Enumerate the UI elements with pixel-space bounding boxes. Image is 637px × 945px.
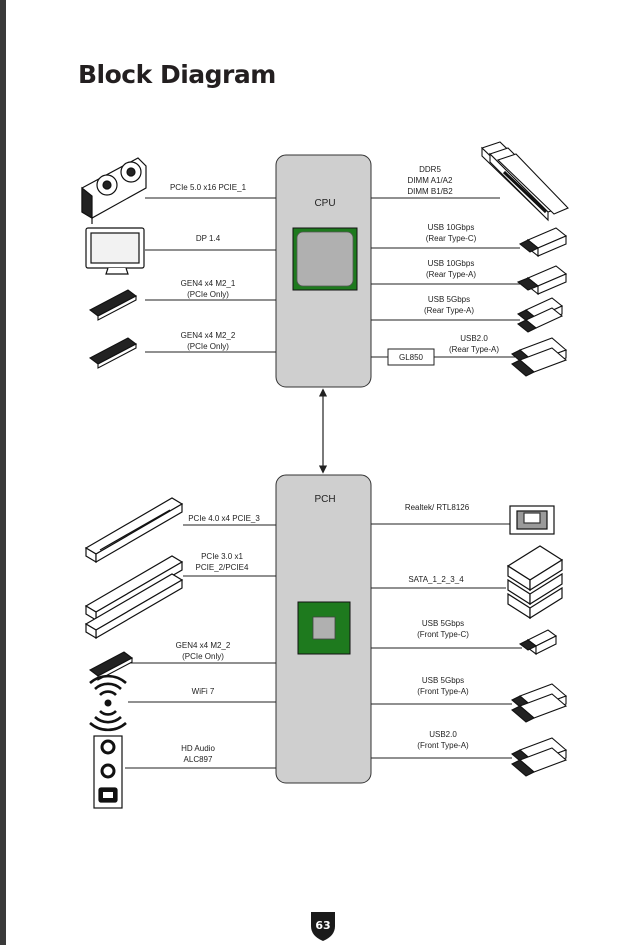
page-number-badge: 63 bbox=[311, 912, 335, 941]
label-dp14: DP 1.4 bbox=[196, 234, 221, 243]
page-title: Block Diagram bbox=[78, 60, 276, 89]
cpu-left-connections bbox=[145, 197, 276, 353]
label-m2-2-cpu: GEN4 x4 M2_2(PCIe Only) bbox=[181, 331, 236, 351]
label-usb5-front-a: USB 5Gbps(Front Type-A) bbox=[417, 676, 469, 696]
m2-ssd-icon bbox=[88, 289, 138, 321]
cpu-label: CPU bbox=[314, 198, 335, 209]
pch-label: PCH bbox=[314, 494, 335, 505]
m2-ssd-icon bbox=[88, 651, 134, 681]
page-badge-icon bbox=[311, 912, 335, 941]
audio-jack-icon bbox=[93, 735, 123, 809]
ethernet-port-icon bbox=[509, 505, 555, 535]
label-pcie4-x4: PCIe 4.0 x4 PCIE_3 bbox=[188, 514, 260, 523]
m2-ssd-icon bbox=[88, 337, 138, 369]
label-realtek: Realtek/ RTL8126 bbox=[405, 503, 470, 512]
usb-a-plug-icon bbox=[511, 737, 568, 777]
wifi-icon bbox=[89, 674, 127, 732]
graphics-card-icon bbox=[81, 157, 147, 224]
usb-c-plug-icon bbox=[518, 629, 558, 656]
usb-a-plug-icon bbox=[511, 683, 568, 723]
label-usb2-rear-a: USB2.0(Rear Type-A) bbox=[449, 334, 499, 354]
page-number: 63 bbox=[315, 919, 330, 932]
pch-right-connections bbox=[371, 523, 522, 759]
usb-a-plug-icon bbox=[516, 297, 564, 333]
label-usb2-front-a: USB2.0(Front Type-A) bbox=[417, 730, 469, 750]
label-usb10-rear-a: USB 10Gbps(Rear Type-A) bbox=[426, 259, 476, 279]
gl850-hub bbox=[387, 348, 435, 366]
label-wifi7: WiFi 7 bbox=[192, 687, 215, 696]
label-usb5-front-c: USB 5Gbps(Front Type-C) bbox=[417, 619, 469, 639]
usb-a-plug-icon bbox=[516, 265, 568, 296]
gl850-label: GL850 bbox=[399, 353, 424, 362]
pcie-slot-icon bbox=[84, 555, 184, 640]
usb-c-plug-icon bbox=[518, 227, 568, 258]
page-edge-bar bbox=[0, 0, 6, 945]
cpu-right-connections bbox=[371, 197, 520, 358]
usb-a-plug-icon bbox=[511, 337, 568, 377]
label-usb5-rear-a: USB 5Gbps(Rear Type-A) bbox=[424, 295, 474, 315]
label-m2-2-pch: GEN4 x4 M2_2(PCIe Only) bbox=[176, 641, 231, 661]
monitor-icon bbox=[85, 227, 145, 275]
label-m2-1: GEN4 x4 M2_1(PCIe Only) bbox=[181, 279, 236, 299]
label-sata: SATA_1_2_3_4 bbox=[408, 575, 464, 584]
pch-left-connections bbox=[125, 524, 276, 769]
label-usb10-rear-c: USB 10Gbps(Rear Type-C) bbox=[426, 223, 477, 243]
ram-module-icon bbox=[480, 141, 569, 222]
label-pcie5-x16: PCIe 5.0 x16 PCIE_1 bbox=[170, 183, 247, 192]
pcie-slot-icon bbox=[84, 497, 184, 564]
hdd-stack-icon bbox=[506, 545, 564, 620]
